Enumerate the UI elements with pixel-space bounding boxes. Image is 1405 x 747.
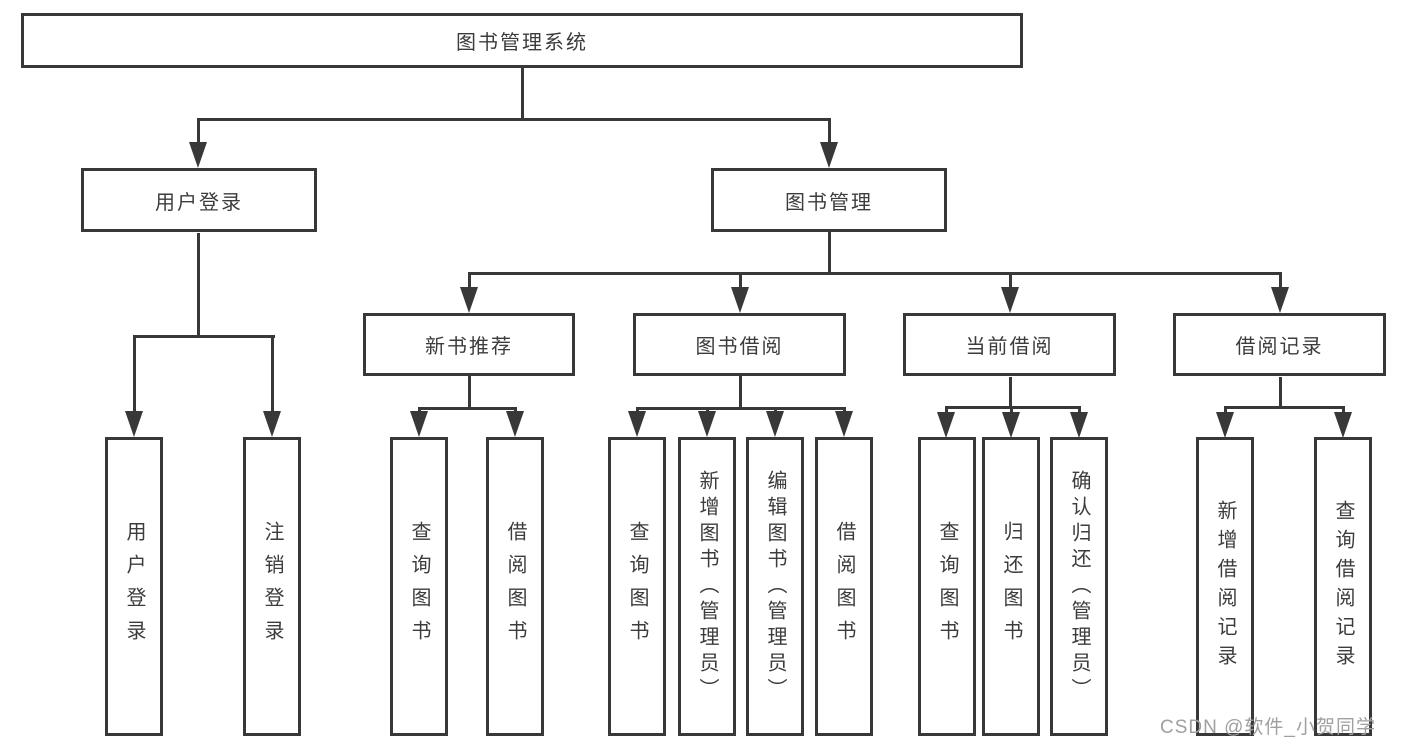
arrowhead-down-icon bbox=[460, 287, 478, 313]
connector-line bbox=[635, 407, 639, 413]
connector-line bbox=[1278, 377, 1282, 406]
connector-line bbox=[705, 407, 709, 413]
node-label: 图书管理系统 bbox=[456, 32, 588, 54]
arrowhead-down-icon bbox=[835, 411, 853, 437]
arrowhead-down-icon bbox=[1271, 287, 1289, 313]
connector-line bbox=[842, 407, 846, 413]
connector-line bbox=[417, 407, 517, 410]
connector-line bbox=[827, 118, 831, 144]
leaf-label: 确认归还（管理员） bbox=[1068, 469, 1090, 704]
node-label: 图书管理 bbox=[785, 191, 873, 214]
connector-line bbox=[738, 376, 742, 407]
leaf-label: 查询图书 bbox=[408, 520, 430, 653]
connector-line bbox=[944, 406, 1081, 409]
leaf-borrow-books-recommend: 借阅图书 bbox=[486, 437, 544, 736]
arrowhead-down-icon bbox=[766, 411, 784, 437]
leaf-query-borrow-record: 查询借阅记录 bbox=[1314, 437, 1372, 736]
node-library-management-system: 图书管理系统 bbox=[21, 13, 1023, 68]
leaf-query-books-recommend: 查询图书 bbox=[390, 437, 448, 736]
connector-line bbox=[417, 407, 421, 413]
connector-line bbox=[1077, 406, 1081, 414]
leaf-label: 查询图书 bbox=[626, 520, 648, 653]
arrowhead-down-icon bbox=[1216, 412, 1234, 438]
arrowhead-down-icon bbox=[125, 411, 143, 437]
node-label: 借阅记录 bbox=[1235, 336, 1324, 358]
leaf-query-books-current: 查询图书 bbox=[918, 437, 976, 736]
connector-line bbox=[738, 272, 742, 289]
connector-line bbox=[1341, 406, 1345, 414]
leaf-add-book-admin: 新增图书（管理员） bbox=[678, 437, 736, 736]
node-user-login: 用户登录 bbox=[81, 168, 317, 232]
leaf-confirm-return-admin: 确认归还（管理员） bbox=[1050, 437, 1108, 736]
connector-line bbox=[1008, 272, 1012, 289]
leaf-label: 编辑图书（管理员） bbox=[764, 469, 786, 704]
connector-line bbox=[132, 335, 136, 413]
leaf-label: 归还图书 bbox=[1000, 520, 1022, 653]
connector-line bbox=[773, 407, 777, 413]
leaf-edit-book-admin: 编辑图书（管理员） bbox=[746, 437, 804, 736]
node-borrow-records: 借阅记录 bbox=[1173, 313, 1386, 376]
connector-line bbox=[132, 335, 275, 338]
watermark: CSDN @软件_小贺同学 bbox=[1160, 717, 1376, 738]
arrowhead-down-icon bbox=[628, 411, 646, 437]
arrowhead-down-icon bbox=[731, 287, 749, 313]
connector-line bbox=[1009, 406, 1013, 414]
node-book-management: 图书管理 bbox=[711, 168, 947, 232]
connector-line bbox=[467, 272, 1282, 275]
arrowhead-down-icon bbox=[1001, 287, 1019, 313]
arrowhead-down-icon bbox=[263, 411, 281, 437]
connector-line bbox=[270, 335, 274, 413]
node-label: 当前借阅 bbox=[965, 336, 1054, 358]
leaf-label: 借阅图书 bbox=[833, 520, 855, 653]
connector-line bbox=[1223, 406, 1345, 409]
leaf-add-borrow-record: 新增借阅记录 bbox=[1196, 437, 1254, 736]
arrowhead-down-icon bbox=[698, 411, 716, 437]
arrowhead-down-icon bbox=[410, 411, 428, 437]
leaf-label: 查询借阅记录 bbox=[1332, 499, 1354, 674]
leaf-return-books: 归还图书 bbox=[982, 437, 1040, 736]
leaf-logout: 注销登录 bbox=[243, 437, 301, 736]
node-label: 用户登录 bbox=[155, 191, 243, 214]
arrowhead-down-icon bbox=[1070, 412, 1088, 438]
connector-line bbox=[513, 407, 517, 413]
leaf-label: 借阅图书 bbox=[504, 520, 526, 653]
arrowhead-down-icon bbox=[1002, 412, 1020, 438]
connector-line bbox=[1008, 377, 1012, 406]
node-label: 图书借阅 bbox=[695, 336, 784, 358]
node-current-borrow: 当前借阅 bbox=[903, 313, 1116, 376]
node-label: 新书推荐 bbox=[425, 336, 513, 358]
arrowhead-down-icon bbox=[189, 142, 207, 168]
arrowhead-down-icon bbox=[506, 411, 524, 437]
arrowhead-down-icon bbox=[937, 412, 955, 438]
leaf-query-books-borrow: 查询图书 bbox=[608, 437, 666, 736]
arrowhead-down-icon bbox=[1334, 412, 1352, 438]
connector-line bbox=[944, 406, 948, 414]
leaf-borrow-books-2: 借阅图书 bbox=[815, 437, 873, 736]
connector-line bbox=[827, 232, 831, 272]
leaf-user-login: 用户登录 bbox=[105, 437, 163, 736]
node-new-book-recommend: 新书推荐 bbox=[363, 313, 575, 376]
connector-line bbox=[467, 376, 471, 407]
leaf-label: 新增图书（管理员） bbox=[696, 469, 718, 704]
node-book-borrow: 图书借阅 bbox=[633, 313, 846, 376]
leaf-label: 用户登录 bbox=[123, 520, 145, 653]
leaf-label: 新增借阅记录 bbox=[1214, 499, 1236, 674]
leaf-label: 查询图书 bbox=[936, 520, 958, 653]
connector-line bbox=[520, 68, 524, 118]
leaf-label: 注销登录 bbox=[261, 520, 283, 653]
connector-line bbox=[467, 272, 471, 289]
connector-line bbox=[196, 118, 831, 121]
connector-line bbox=[1223, 406, 1227, 414]
connector-line bbox=[196, 118, 200, 144]
arrowhead-down-icon bbox=[820, 142, 838, 168]
connector-line bbox=[635, 407, 846, 410]
connector-line bbox=[196, 233, 200, 335]
connector-line bbox=[1278, 272, 1282, 289]
